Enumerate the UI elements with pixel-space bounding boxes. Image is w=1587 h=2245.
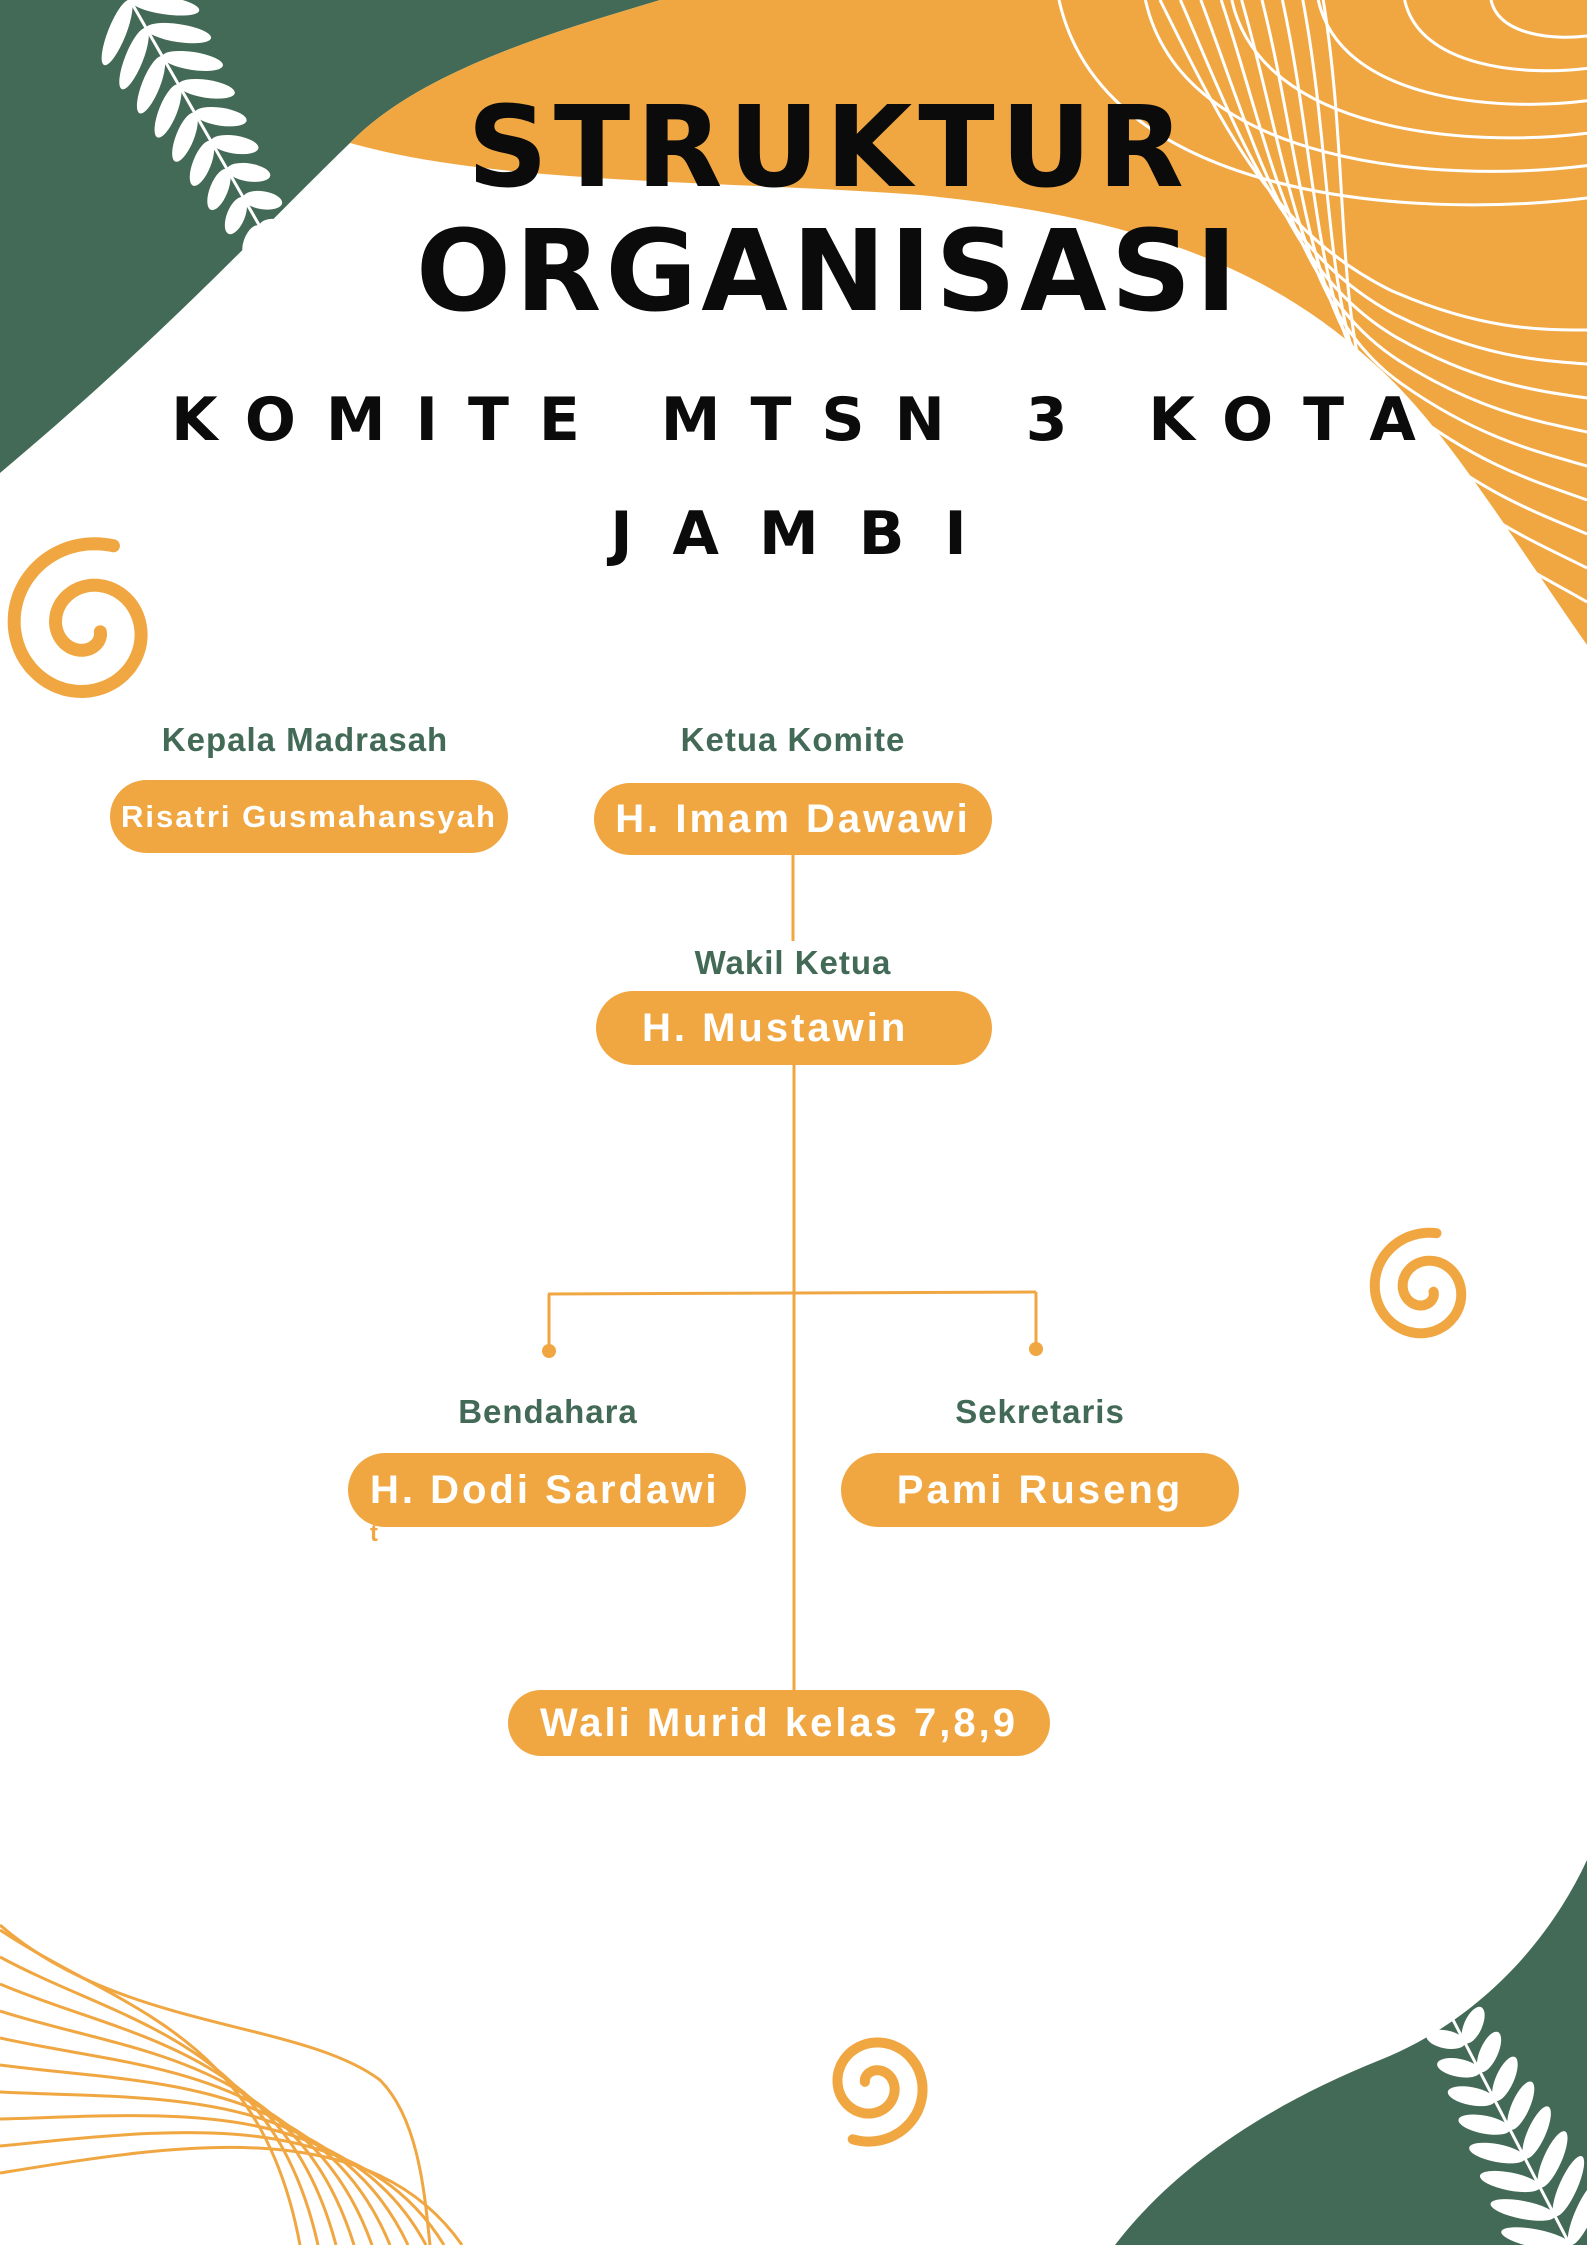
top-right-orange-blob [350,0,1587,645]
decor-stroke [1260,0,1587,502]
decor-stroke [1316,0,1587,106]
decor-stroke [207,168,231,211]
decor-stroke [0,1955,320,2245]
node-wali-murid: Wali Murid kelas 7,8,9 [508,1690,1050,1756]
node-sekretaris: Pami Ruseng [841,1453,1239,1527]
decor-stroke [1301,0,1587,570]
title-line-1: STRUKTUR [467,83,1190,213]
spiral-icon-right [1369,1227,1467,1339]
decor-stroke [226,162,271,182]
decor-stroke [1501,2227,1571,2245]
decor-stroke [210,134,259,155]
leaf-icon-bottom-right [1415,1981,1587,2245]
decor-stroke [1403,0,1587,73]
decor-stroke [1552,2156,1585,2217]
decor-stroke [0,2131,446,2245]
role-label-kepala-madrasah: Kepala Madrasah [161,721,449,758]
decor-stroke [1490,2199,1556,2221]
subtitle-line-1: KOMITE MTSN 3 KOTA [171,385,1446,455]
decor-stroke [1448,2013,1572,2245]
title-line-2: ORGANISASI [415,207,1242,337]
role-label-sekretaris: Sekretaris [955,1393,1125,1430]
decor-stroke [194,106,247,127]
decor-stroke [1447,2086,1496,2107]
decor-stroke [1240,0,1587,468]
decor-stroke [1415,2001,1451,2021]
node-kepala-madrasah: Risatri Gusmahansyah [110,780,508,853]
decor-stroke [1489,0,1587,39]
decor-stroke [0,2090,410,2245]
decor-stroke [0,1982,338,2245]
node-ketua-komite: H. Imam Dawawi [594,783,992,855]
connector-lines [547,855,1038,1690]
decor-stroke [0,1928,302,2245]
decor-stroke [1567,2180,1587,2245]
decor-stroke [1537,2131,1568,2188]
decor-stroke [128,0,261,227]
decor-stroke [119,28,149,90]
role-label-wakil-ketua: Wakil Ketua [694,944,892,981]
decor-stroke [178,78,235,99]
decor-stroke [1230,0,1587,140]
decor-stroke [1219,0,1587,434]
decor-stroke [1158,0,1587,332]
decor-stroke [1469,2142,1526,2164]
decor-stroke [172,112,198,162]
connector-horizontal [547,1290,1037,1296]
node-bendahara-name: H. Dodi Sardawi [370,1467,720,1512]
decor-stroke [1446,1981,1469,2015]
spiral-icon-bottom [832,2037,928,2147]
decor-stroke [0,2036,374,2245]
decor-stroke [1476,2031,1502,2073]
decor-stroke [146,22,212,44]
decor-stroke [0,2114,428,2245]
decor-stroke [224,197,248,235]
leaf-icon-top-left [101,0,295,259]
decor-stroke [101,0,133,66]
role-label-bendahara: Bendahara [458,1393,638,1430]
decor-stroke [243,190,283,210]
decor-stroke [1426,2029,1466,2049]
decor-stroke [1437,2058,1481,2078]
decor-stroke [129,0,200,16]
decor-stroke [136,56,166,114]
decor-stroke [1179,0,1587,366]
decor-stroke [189,140,215,186]
decor-stroke [0,2009,356,2245]
contour-lines-top-right [1057,0,1587,604]
decor-stroke [1199,0,1587,400]
node-wakil-ketua: H. Mustawin [596,991,992,1065]
bottom-right-green-blob [1115,1860,1587,2245]
node-bendahara: H. Dodi Sardawi [348,1453,746,1527]
decor-stroke [1507,2081,1535,2130]
decor-stroke [0,2145,464,2245]
decor-stroke [154,84,182,138]
decor-stroke [1458,2114,1511,2135]
decor-stroke [0,2063,392,2245]
decor-stroke [162,50,223,71]
node-bendahara-overflow: t [370,1520,378,1547]
decor-stroke [1522,2106,1551,2159]
decor-stroke [1479,2170,1541,2193]
decor-stroke [1280,0,1587,536]
decor-stroke [1492,2056,1518,2102]
connector-dot-bendahara [542,1344,556,1358]
decor-stroke [0,1923,432,2245]
spiral-icon-left [7,537,148,699]
decor-stroke [1143,0,1587,173]
connector-dot-sekretaris [1029,1342,1043,1356]
decor-stroke [1057,0,1587,207]
subtitle-line-2: JAMBI [610,499,1007,569]
role-label-ketua-komite: Ketua Komite [680,721,906,758]
decor-stroke [1461,2006,1485,2044]
wave-lines-bottom-left [0,1923,464,2245]
decor-stroke [259,218,295,238]
decor-stroke [242,225,264,259]
